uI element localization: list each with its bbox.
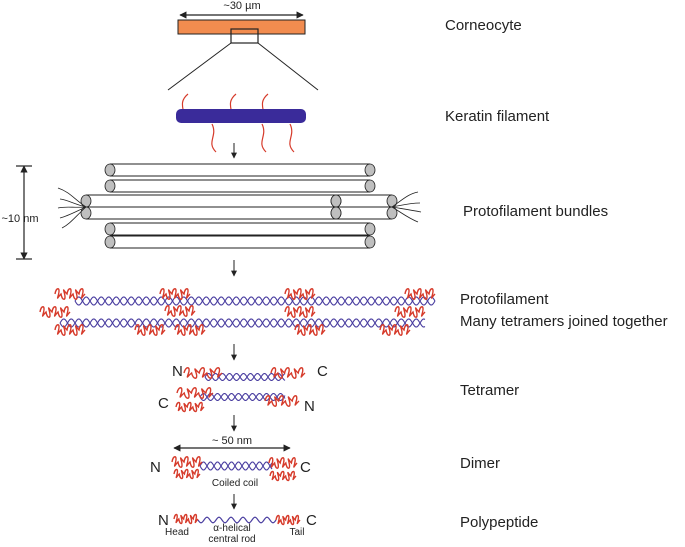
keratin-filament-bar: [176, 109, 306, 123]
coiled-rod: [74, 296, 436, 306]
stage-label-protofilament-bundles: Protofilament bundles: [463, 203, 608, 220]
coiled-rod: [199, 461, 273, 471]
tube-end: [386, 194, 398, 208]
tail-domain: [269, 470, 297, 482]
zoom-line-left: [167, 42, 232, 91]
tube-end: [104, 179, 116, 193]
head-tail-domain: [394, 306, 426, 318]
fibril-end: [59, 198, 87, 208]
dimer-n: N: [150, 459, 161, 476]
head-domain: [173, 468, 201, 480]
fibril-end: [391, 206, 422, 213]
tube-end: [364, 163, 376, 177]
tail-domain: [268, 457, 298, 469]
head-tail-domain: [54, 324, 86, 336]
protofilament-tube: [110, 179, 370, 193]
corneocyte-width-label: ~30 µm: [223, 0, 260, 12]
coiled-rod: [199, 393, 286, 401]
protofilament-tube: [110, 222, 370, 236]
dimer-c: C: [300, 459, 311, 476]
keratin-side-chains: [181, 93, 295, 153]
rod-label-line2: central rod: [208, 534, 255, 545]
head-tail-domain: [134, 324, 166, 336]
corneocyte: ~30 µm: [167, 0, 319, 91]
stage-label-corneocyte: Corneocyte: [445, 17, 522, 34]
stage-label-dimer: Dimer: [460, 455, 500, 472]
head-tail-domain: [159, 288, 191, 300]
polypeptide-n: N: [158, 512, 169, 529]
keratin-filament: [176, 93, 306, 153]
stage-label-protofilament: Protofilament: [460, 291, 549, 308]
tetramer-c-bottom: C: [158, 395, 169, 412]
head-label: Head: [165, 527, 189, 538]
dimer-length-label: ~ 50 nm: [212, 435, 252, 447]
tail-domain: [175, 401, 205, 413]
zoom-box: [230, 28, 259, 44]
corneocyte-block: [177, 19, 306, 35]
tube-end: [104, 163, 116, 177]
protofilament-bundles: [57, 163, 422, 249]
rod-label-line1: α-helical: [213, 523, 250, 534]
protofilament-tube: [110, 235, 370, 249]
head-domain: [264, 395, 300, 407]
head-tail-domain: [284, 306, 316, 318]
tetramer-n-top: N: [172, 363, 183, 380]
stage-label-polypeptide: Polypeptide: [460, 514, 538, 531]
tetramer-n-bottom: N: [304, 398, 315, 415]
protofilament: [39, 288, 436, 336]
polypeptide-c: C: [306, 512, 317, 529]
stage-sublabel-protofilament: Many tetramers joined together: [460, 313, 668, 330]
tail-domain: [270, 367, 306, 379]
zoom-line-right: [257, 42, 319, 91]
head-tail-domain: [404, 288, 436, 300]
tube-end: [364, 179, 376, 193]
coiled-rod: [59, 318, 426, 328]
protofilament-tube: [86, 194, 336, 208]
tetramer-c-top: C: [317, 363, 328, 380]
fibril-end: [57, 206, 87, 209]
tetramer: [175, 367, 306, 413]
protofilament-tube: [110, 163, 370, 177]
fibril-end: [61, 206, 87, 229]
bundle-height-label: ~10 nm: [2, 213, 39, 225]
head-domain: [183, 367, 223, 379]
head-tail-domain: [174, 324, 206, 336]
head-tail-domain: [39, 306, 71, 318]
tube-end: [104, 235, 116, 249]
tail-domain: [275, 514, 301, 526]
tube-end: [364, 235, 376, 249]
tube-end: [330, 206, 342, 220]
protofilament-tube: [336, 206, 392, 220]
tube-end: [330, 194, 342, 208]
protofilament-tube: [336, 194, 392, 208]
tube-end: [364, 222, 376, 236]
coiled-rod: [204, 373, 286, 381]
stage-label-keratin-filament: Keratin filament: [445, 108, 550, 125]
fibril-end: [391, 202, 421, 208]
coiled-rod: [59, 318, 426, 328]
alpha-helical-rod: [197, 516, 277, 524]
head-tail-domain: [54, 288, 86, 300]
fibril-end: [57, 187, 87, 208]
tail-label: Tail: [289, 527, 304, 538]
polypeptide: [173, 513, 301, 526]
dimer: [171, 456, 298, 482]
fibril-end: [391, 206, 419, 223]
protofilament-tube: [86, 206, 336, 220]
head-tail-domain: [379, 324, 411, 336]
head-tail-domain: [294, 324, 326, 336]
fibril-end: [391, 191, 419, 208]
head-tail-domain: [164, 305, 196, 317]
tail-domain: [176, 387, 214, 399]
head-domain: [171, 456, 203, 468]
stage-label-tetramer: Tetramer: [460, 382, 519, 399]
tube-end: [80, 194, 92, 208]
fibril-end: [59, 206, 87, 219]
tube-end: [104, 222, 116, 236]
coiled-rod: [199, 461, 273, 471]
coiled-coil-label: Coiled coil: [212, 478, 258, 489]
head-tail-domain: [284, 288, 316, 300]
head-domain: [173, 513, 199, 525]
